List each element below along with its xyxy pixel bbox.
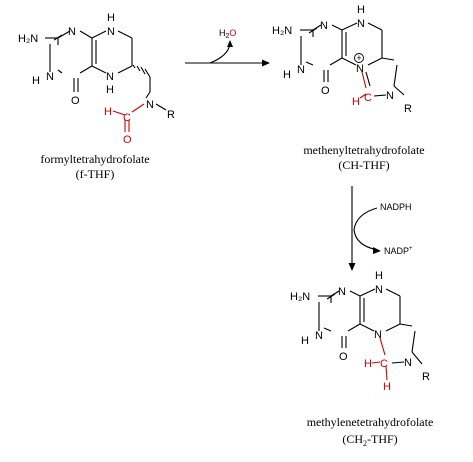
m1-formyl-c-label: C: [123, 112, 131, 124]
m1-formyl-h-label: H: [104, 106, 112, 118]
m3-abbr: (CH2-THF): [342, 432, 397, 448]
m2-r-label: R: [404, 103, 412, 115]
m3-bridge-h-left-label: H: [364, 358, 372, 370]
m2-name: methenyltetrahydrofolate: [303, 143, 424, 157]
m1-abbr: (f-THF): [76, 167, 115, 181]
m1-n8-label: N: [107, 26, 115, 38]
m1-h3-label: H: [32, 75, 40, 87]
m1-n5-label: N: [106, 71, 114, 83]
m3-r-label: R: [422, 371, 430, 383]
m3-h8-label: H: [375, 270, 383, 282]
m1-h8-label: H: [107, 12, 115, 24]
step2-cofactor-in: NADPH: [380, 202, 412, 212]
m2-o4-label: O: [321, 85, 330, 97]
m3-n1-label: N: [338, 286, 346, 298]
formyltetrahydrofolate-structure: [45, 30, 167, 132]
m3-o4-label: O: [339, 351, 348, 363]
step2-cofactor-arrowhead: [373, 247, 381, 254]
m3-n8-label: N: [375, 284, 383, 296]
m3-h3-label: H: [301, 335, 309, 347]
m2-amino-label: H₂N: [272, 25, 292, 37]
step1-arrowhead: [262, 59, 270, 67]
m2-bridge-h-label: H: [352, 96, 360, 108]
m2-h3-label: H: [283, 69, 291, 81]
m2-positive-charge: [354, 53, 364, 63]
methylenetetrahydrofolate-structure: [318, 288, 423, 381]
m1-amino-label: H₂N: [18, 33, 38, 45]
m1-h5-label: H: [106, 84, 114, 96]
m3-n10-label: N: [404, 357, 412, 369]
step2-arrowhead: [348, 263, 356, 271]
m3-amino-label: H₂N: [290, 291, 310, 303]
m2-bridge-c-label: C: [364, 92, 372, 104]
m3-bridge-c-label: C: [380, 358, 388, 370]
m2-charge-label: +: [356, 53, 361, 63]
m2-n3-label: N: [297, 64, 305, 76]
m3-name: methylenetetrahydrofolate: [307, 415, 434, 429]
m2-n10-label: N: [386, 90, 394, 102]
m2-n1-label: N: [320, 20, 328, 32]
m2-n8-label: N: [357, 18, 365, 30]
m2-n5-label: N: [356, 63, 364, 75]
m1-o4-label: O: [71, 95, 80, 107]
step1-byproduct-arrowhead: [227, 40, 233, 47]
m1-n1-label: N: [68, 26, 76, 38]
m1-n3-label: N: [46, 71, 54, 83]
m1-name: formyltetrahydrofolate: [40, 152, 149, 166]
step1-byproduct-curve: [209, 43, 231, 64]
step2-cofactor-out: NADP+: [384, 246, 413, 256]
m1-formyl-o-label: O: [123, 134, 132, 146]
m2-h8-label: H: [357, 4, 365, 16]
m2-abbr: (CH-THF): [338, 158, 389, 172]
m1-r-label: R: [167, 109, 175, 121]
m3-n5-label: N: [374, 329, 382, 341]
m3-n3-label: N: [315, 330, 323, 342]
m1-n10-label: N: [146, 99, 154, 111]
step2-cofactor-curve: [353, 207, 379, 251]
methenyltetrahydrofolate-structure: [300, 22, 405, 99]
m3-bridge-h-top-label: H: [383, 381, 391, 393]
step1-byproduct: H2O: [219, 28, 236, 40]
